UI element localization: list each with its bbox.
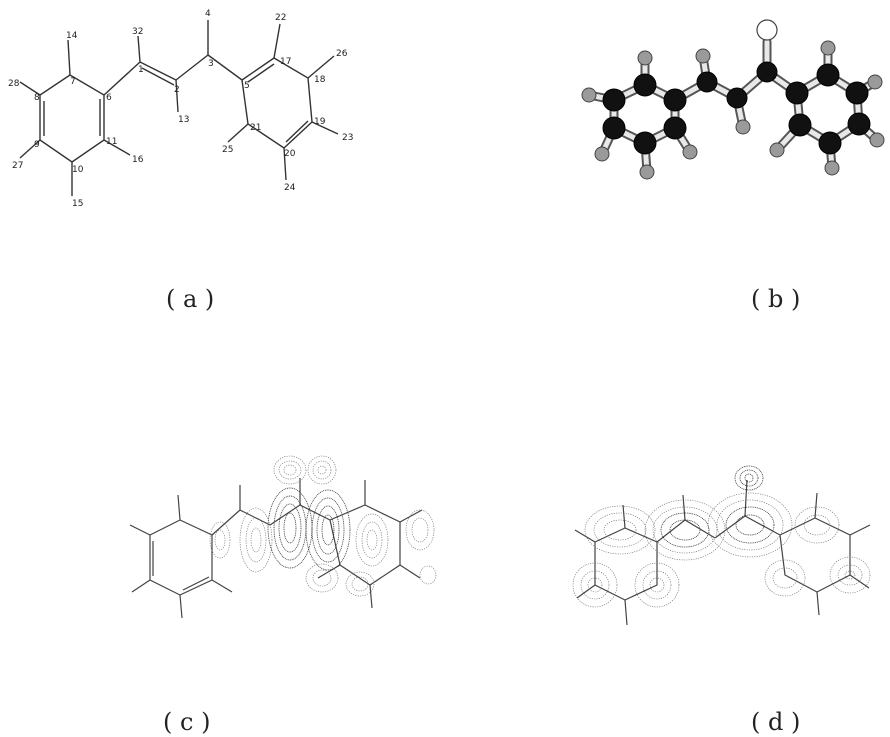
carbon-atom [816,63,840,87]
bond-6-1 [103,61,141,96]
atom-number-21: 21 [250,123,261,133]
bond-3-5 [207,54,243,81]
atom-number-32: 32 [132,27,143,37]
label-c: ( c ) [163,708,211,736]
atom-number-17: 17 [280,57,291,67]
atom-number-10: 10 [72,165,84,175]
atom-number-25: 25 [222,145,233,155]
atom-number-22: 22 [275,13,286,23]
left-ring [39,74,105,163]
carbon-atom [633,73,657,97]
bond-1-2-double [141,67,175,86]
bond-h25 [227,123,249,143]
hydrogen-atom [682,144,698,160]
bond-h23 [311,121,339,135]
carbon-atom [602,116,626,140]
orbital-lobes [572,465,871,608]
bond-1-2 [139,61,177,81]
hydrogen-atom [869,132,885,148]
panel-b-ball-and-stick: ( b ) [445,0,890,330]
orbital-contour-plot-d [572,465,871,626]
atom-number-26: 26 [336,49,348,59]
molecular-framework [574,479,871,626]
hydrogen-atom [581,87,597,103]
carbon-atom [633,131,657,155]
molecular-framework [129,478,423,619]
hydrogen-atom [637,50,653,66]
atom-number-15: 15 [72,199,83,209]
orbital-lobes [209,455,437,597]
carbon-atom [788,113,812,137]
ball-and-stick-model [581,19,885,180]
atom-number-6: 6 [106,93,112,103]
carbon-atom [726,87,748,109]
atom-number-11: 11 [106,137,117,147]
structure-line-drawing: 14 32 4 22 28 7 8 6 1 2 3 5 17 18 26 13 … [8,9,353,209]
atom-number-8: 8 [34,93,40,103]
panel-c-orbital-contours: ( c ) [0,330,445,737]
atom-number-1: 1 [138,65,144,75]
atom-number-3: 3 [208,59,214,69]
carbon-atom [602,88,626,112]
atom-number-13: 13 [178,115,189,125]
label-a: ( a ) [166,285,215,313]
orbital-contour-plot-c [129,455,437,619]
carbon-atom [847,112,871,136]
atom-number-23: 23 [342,133,353,143]
bond-2-3 [175,54,209,81]
bond-h28 [19,81,41,96]
bond-h32 [137,35,141,63]
atom-number-5: 5 [244,81,250,91]
panel-d-orbital-contours: ( d ) [445,330,890,737]
hydrogen-atom [639,164,655,180]
bond-h16 [103,139,131,156]
atom-number-27: 27 [12,161,23,171]
hydrogen-atom [695,48,711,64]
bond-h26 [307,55,335,79]
carbon-atom [663,88,687,112]
hydrogen-atom [824,160,840,176]
bond-h24 [283,147,287,181]
atom-number-19: 19 [314,117,326,127]
bond-h22 [273,23,281,59]
carbon-atom [818,131,842,155]
atom-number-9: 9 [34,140,40,150]
bond-h13 [175,79,179,113]
atom-number-7: 7 [70,77,76,87]
atom-number-24: 24 [284,183,296,193]
panel-a-structure: 14 32 4 22 28 7 8 6 1 2 3 5 17 18 26 13 … [0,0,445,330]
right-ring-double-bond [247,63,275,83]
atom-number-20: 20 [284,149,296,159]
oxygen-atom [756,19,778,41]
right-ring-double-bond-2 [285,120,309,143]
carbon-atom [845,81,869,105]
hydrogen-atom [867,74,883,90]
atom-number-14: 14 [66,31,78,41]
hydrogen-atom [820,40,836,56]
right-ring [241,57,313,149]
carbon-atom [663,116,687,140]
carbon-atom [785,81,809,105]
hydrogen-atom [735,119,751,135]
carbon-atom [696,71,718,93]
bond-h27 [19,139,41,159]
atom-number-28: 28 [8,79,20,89]
label-d: ( d ) [751,708,801,736]
label-b: ( b ) [751,285,801,313]
atom-number-16: 16 [132,155,144,165]
bond-h14 [67,39,71,76]
carbon-atom [756,61,778,83]
hydrogen-atom [594,146,610,162]
atom-number-18: 18 [314,75,326,85]
atom-number-2: 2 [174,85,180,95]
hydrogen-atom [769,142,785,158]
atom-number-4: 4 [205,9,211,19]
